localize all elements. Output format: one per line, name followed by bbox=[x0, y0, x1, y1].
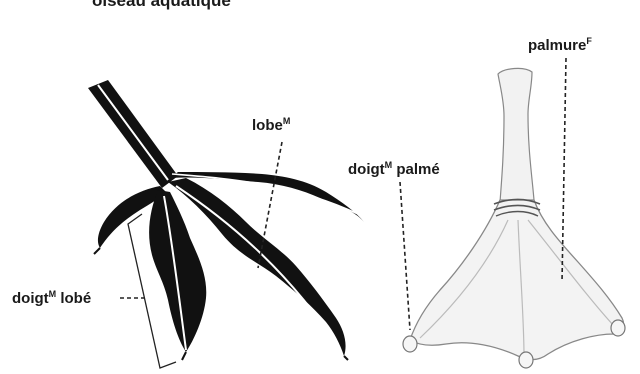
leader-doigt-palme bbox=[400, 182, 410, 330]
webbed-claw-right bbox=[611, 320, 625, 336]
label-doigt-palme: doigtM palmé bbox=[348, 160, 440, 178]
label-palmure: palmureF bbox=[528, 36, 592, 54]
webbed-claw-middle bbox=[519, 352, 533, 368]
webbed-foot-illustration bbox=[403, 68, 625, 368]
webbed-foot-web bbox=[410, 200, 624, 360]
webbed-claw-left bbox=[403, 336, 417, 352]
lobed-foot-illustration bbox=[88, 80, 364, 360]
label-doigt-lobe: doigtM lobé bbox=[12, 289, 91, 307]
lobed-foot-toe-inner bbox=[149, 190, 206, 352]
label-lobe: lobeM bbox=[252, 116, 290, 134]
webbed-foot-leg bbox=[498, 68, 534, 202]
